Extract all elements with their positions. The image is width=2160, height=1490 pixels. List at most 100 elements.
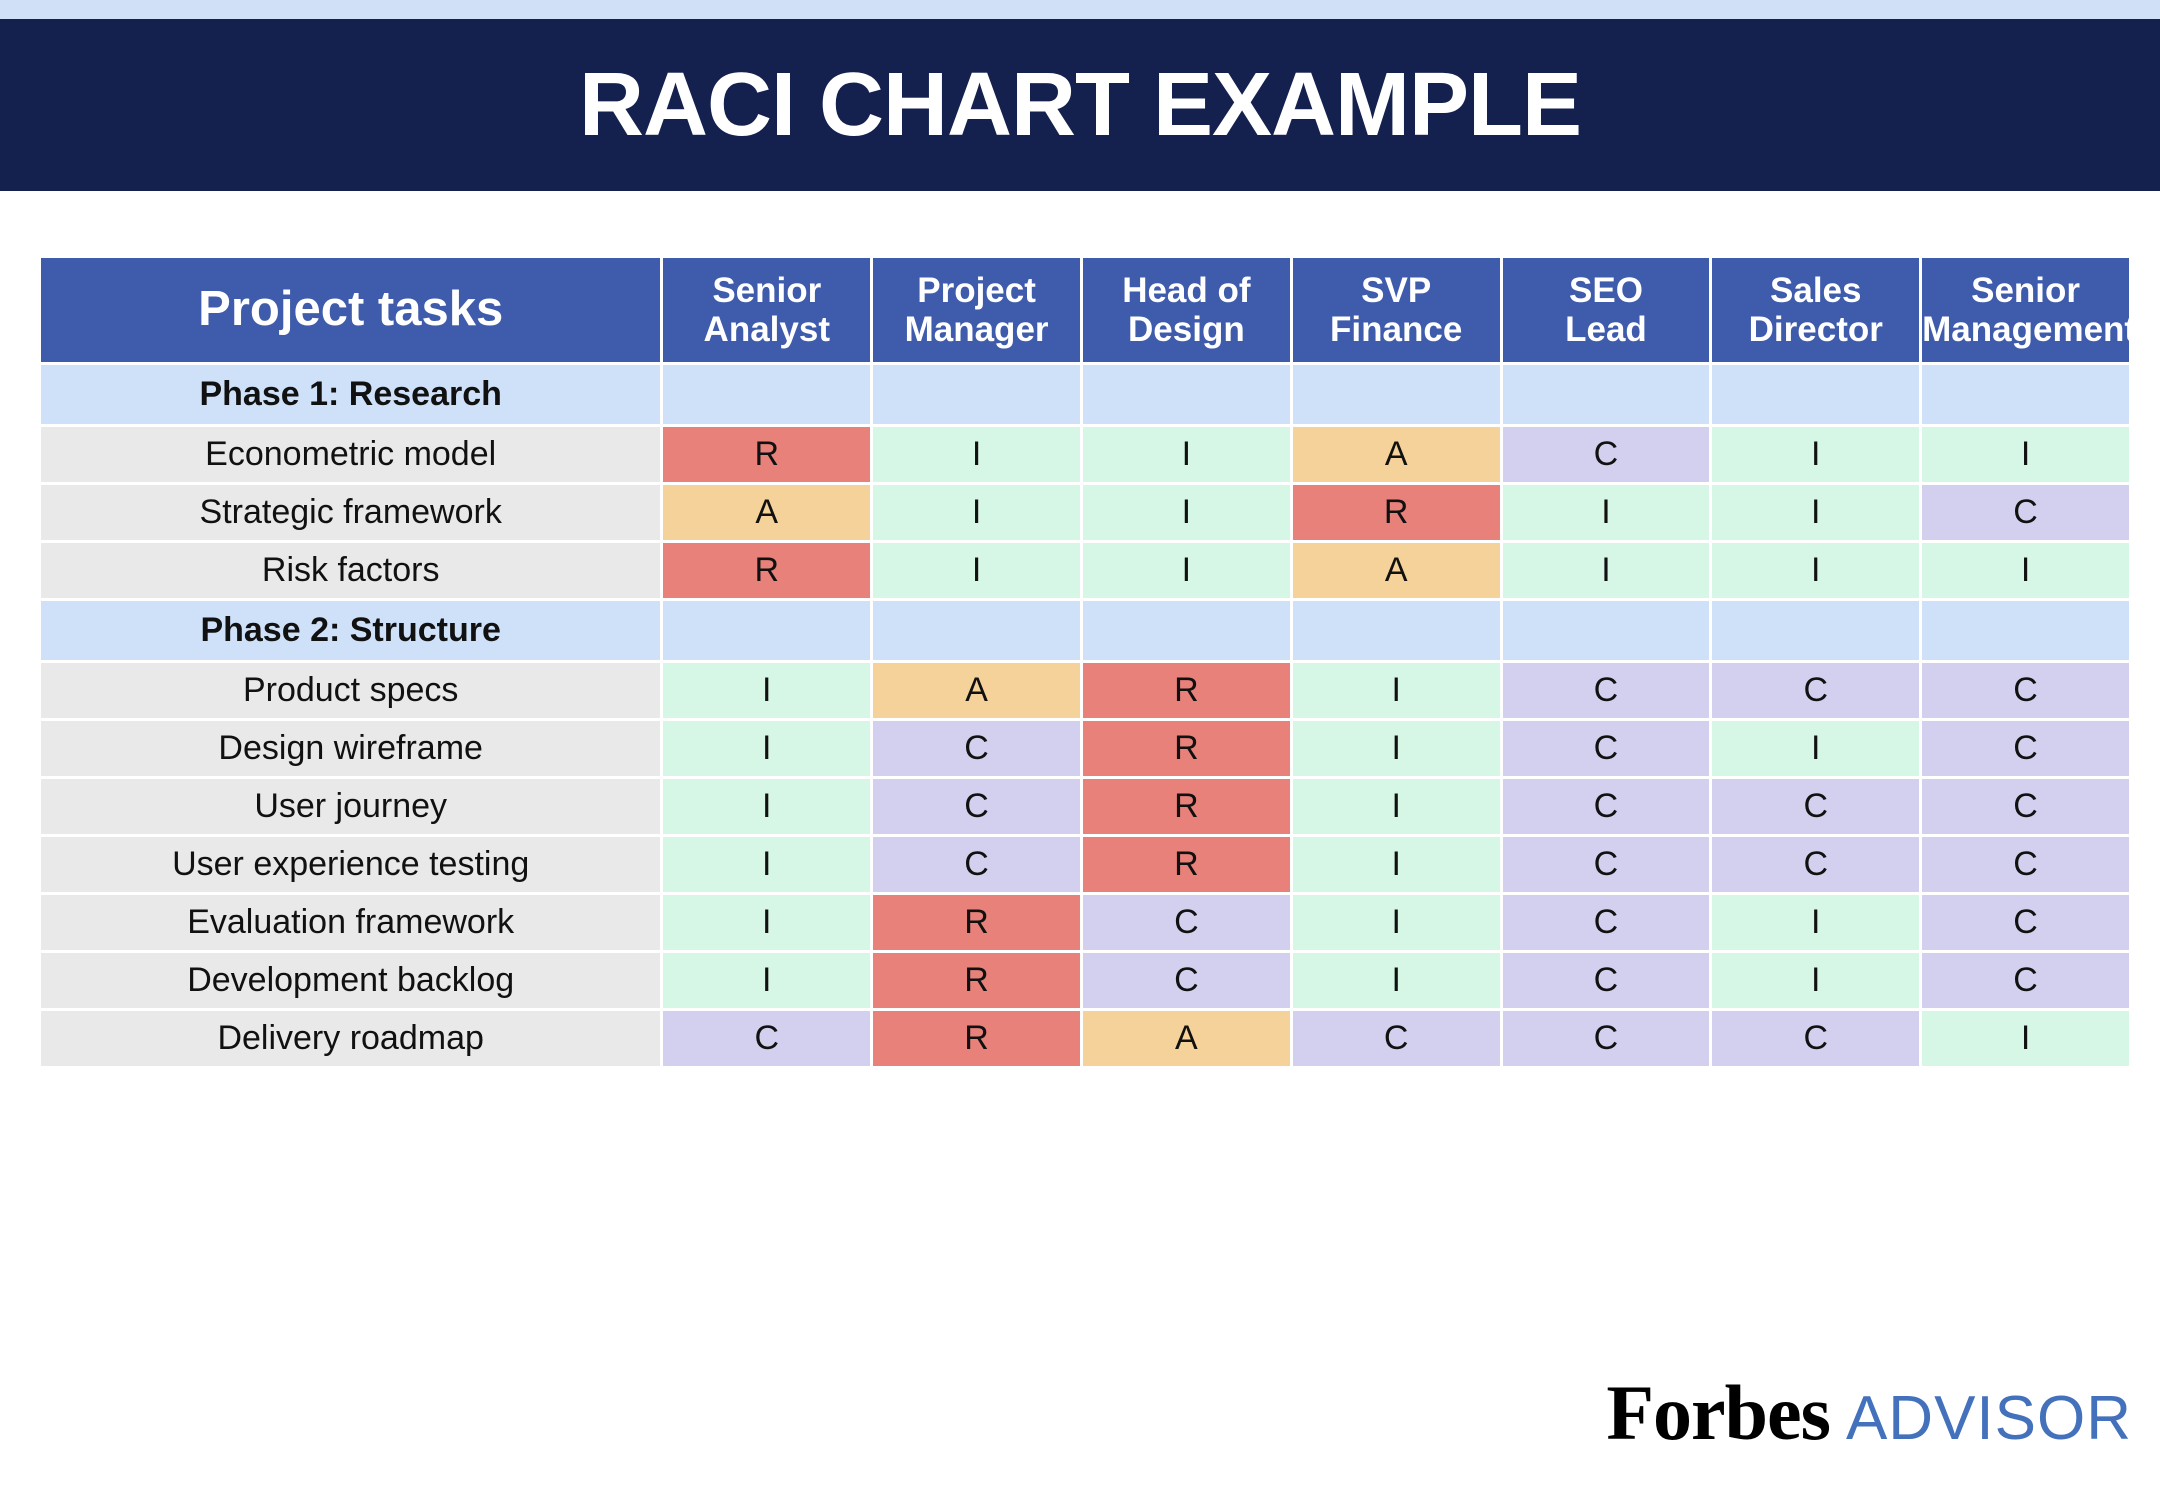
raci-cell-I: I	[1082, 543, 1290, 598]
phase-spacer-cell	[1082, 365, 1290, 424]
raci-cell-I: I	[1502, 485, 1710, 540]
raci-cell-I: I	[1502, 543, 1710, 598]
raci-cell-C: C	[1922, 779, 2129, 834]
phase-spacer-cell	[1292, 365, 1500, 424]
task-label: Delivery roadmap	[41, 1011, 661, 1066]
phase-spacer-cell	[1922, 601, 2129, 660]
raci-cell-I: I	[663, 779, 871, 834]
raci-cell-R: R	[873, 1011, 1080, 1066]
raci-cell-C: C	[1502, 721, 1710, 776]
raci-cell-R: R	[873, 953, 1080, 1008]
raci-cell-R: R	[1082, 663, 1290, 718]
raci-cell-I: I	[1292, 895, 1500, 950]
forbes-advisor-logo: Forbes ADVISOR	[1606, 1374, 2132, 1452]
phase-spacer-cell	[1502, 601, 1710, 660]
raci-cell-R: R	[873, 895, 1080, 950]
raci-cell-I: I	[1712, 953, 1920, 1008]
raci-cell-C: C	[1502, 779, 1710, 834]
raci-cell-I: I	[1292, 663, 1500, 718]
raci-cell-C: C	[1502, 953, 1710, 1008]
raci-cell-I: I	[1082, 485, 1290, 540]
raci-cell-I: I	[1712, 895, 1920, 950]
phase-label: Phase 2: Structure	[41, 601, 661, 660]
raci-cell-C: C	[1292, 1011, 1500, 1066]
raci-cell-I: I	[873, 543, 1080, 598]
phase-spacer-cell	[1922, 365, 2129, 424]
raci-cell-C: C	[1712, 1011, 1920, 1066]
raci-cell-I: I	[663, 895, 871, 950]
raci-cell-I: I	[663, 721, 871, 776]
task-label: Econometric model	[41, 427, 661, 482]
raci-cell-I: I	[1292, 721, 1500, 776]
raci-cell-R: R	[663, 543, 871, 598]
raci-cell-C: C	[1712, 663, 1920, 718]
raci-cell-A: A	[1292, 427, 1500, 482]
raci-cell-R: R	[1082, 837, 1290, 892]
raci-cell-I: I	[663, 663, 871, 718]
task-label: Design wireframe	[41, 721, 661, 776]
task-label: Development backlog	[41, 953, 661, 1008]
raci-cell-C: C	[1922, 895, 2129, 950]
raci-cell-C: C	[1712, 837, 1920, 892]
column-header-project-tasks: Project tasks	[41, 258, 661, 362]
phase-spacer-cell	[663, 601, 871, 660]
raci-cell-I: I	[1712, 543, 1920, 598]
phase-spacer-cell	[1292, 601, 1500, 660]
raci-cell-A: A	[1082, 1011, 1290, 1066]
raci-cell-R: R	[1082, 779, 1290, 834]
task-label: User journey	[41, 779, 661, 834]
raci-cell-C: C	[1502, 663, 1710, 718]
raci-cell-C: C	[1082, 895, 1290, 950]
logo-advisor-wordmark: ADVISOR	[1845, 1384, 2132, 1453]
phase-spacer-cell	[873, 601, 1080, 660]
raci-cell-A: A	[873, 663, 1080, 718]
task-label: User experience testing	[41, 837, 661, 892]
raci-cell-C: C	[1922, 721, 2129, 776]
title-banner: RACI CHART EXAMPLE	[0, 19, 2160, 191]
raci-cell-C: C	[873, 721, 1080, 776]
raci-cell-C: C	[1922, 485, 2129, 540]
raci-cell-I: I	[1082, 427, 1290, 482]
raci-cell-R: R	[1082, 721, 1290, 776]
phase-spacer-cell	[1712, 601, 1920, 660]
raci-cell-I: I	[1292, 953, 1500, 1008]
raci-cell-C: C	[1922, 953, 2129, 1008]
phase-spacer-cell	[1712, 365, 1920, 424]
raci-cell-I: I	[1922, 1011, 2129, 1066]
phase-spacer-cell	[1082, 601, 1290, 660]
raci-cell-A: A	[1292, 543, 1500, 598]
raci-cell-I: I	[1922, 543, 2129, 598]
task-label: Evaluation framework	[41, 895, 661, 950]
raci-cell-C: C	[1712, 779, 1920, 834]
raci-cell-R: R	[1292, 485, 1500, 540]
raci-cell-C: C	[1922, 663, 2129, 718]
raci-cell-I: I	[1712, 485, 1920, 540]
raci-cell-I: I	[663, 837, 871, 892]
raci-cell-I: I	[1712, 721, 1920, 776]
phase-spacer-cell	[873, 365, 1080, 424]
raci-cell-I: I	[1922, 427, 2129, 482]
raci-cell-I: I	[1292, 837, 1500, 892]
raci-cell-A: A	[663, 485, 871, 540]
raci-cell-C: C	[1922, 837, 2129, 892]
raci-cell-I: I	[663, 953, 871, 1008]
phase-label: Phase 1: Research	[41, 365, 661, 424]
raci-cell-C: C	[1502, 895, 1710, 950]
raci-cell-C: C	[1502, 1011, 1710, 1066]
page-title: RACI CHART EXAMPLE	[578, 55, 1582, 155]
